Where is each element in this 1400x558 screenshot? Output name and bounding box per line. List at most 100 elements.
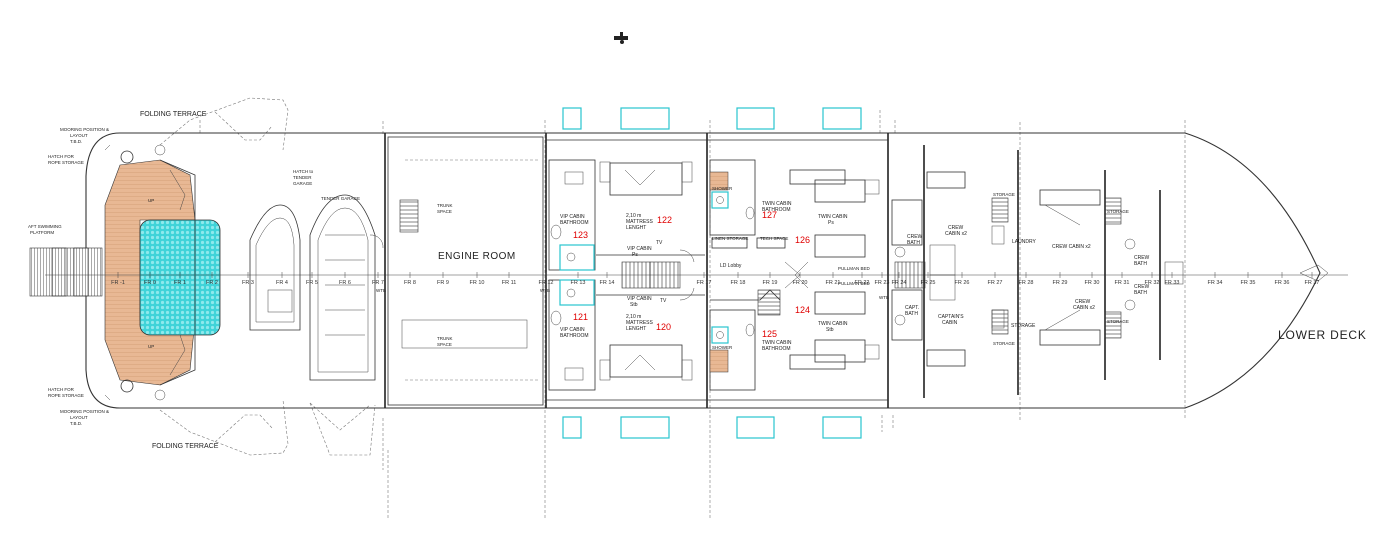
crew-bath-right-4: BATH xyxy=(1134,290,1147,296)
crew-bath-right-2: BATH xyxy=(1134,261,1147,267)
hatch-tender-3: GARAGE xyxy=(293,181,312,186)
mattress-bottom-3: LENGHT xyxy=(626,326,646,332)
frame-label: FR 22 xyxy=(855,280,870,286)
frame-label: FR 13 xyxy=(571,280,586,286)
frame-label: FR 5 xyxy=(306,280,318,286)
mattress-bottom-1: 2,10 m xyxy=(626,314,641,320)
crew-bath-left-1: CREW xyxy=(907,234,923,240)
vip-cabin-stb-2: Stb xyxy=(630,302,638,308)
engine-room-label: ENGINE ROOM xyxy=(438,251,516,262)
orientation-icon xyxy=(614,32,628,44)
mooring-bottom-1: MOORING POSITION & xyxy=(60,409,109,414)
tech-space: TECH SPACE xyxy=(760,236,788,241)
frame-label: FR 21 xyxy=(826,280,841,286)
shower-top: SHOWER xyxy=(712,186,733,191)
trunk-top-2: SPACE xyxy=(437,209,452,214)
trunk-top-1: TRUNK xyxy=(437,203,453,208)
hull-outline xyxy=(85,132,1329,409)
deck-title: LOWER DECK xyxy=(1278,328,1367,342)
storage-3: STORAGE xyxy=(993,341,1015,346)
mooring-top-3: T.B.D. xyxy=(70,139,82,144)
frame-label: FR -1 xyxy=(111,280,125,286)
frame-label: FR 4 xyxy=(276,280,288,286)
storage-4: STORAGE xyxy=(1107,209,1129,214)
twin-bath-bottom-2: BATHROOM xyxy=(762,346,791,352)
hatch-rope-bottom-1: HATCH FOR xyxy=(48,387,75,392)
laundry: LAUNDRY xyxy=(1012,239,1036,245)
storage-1: STORAGE xyxy=(993,192,1015,197)
mattress-top-2: MATTRESS xyxy=(626,219,654,225)
tv-top: TV xyxy=(656,240,663,246)
hatch-tender-1: HATCH to xyxy=(293,169,314,174)
aft-labels: FOLDING TERRACE FOLDING TERRACE MOORING … xyxy=(28,111,453,450)
twin-cabin-ps-2: Ps xyxy=(828,220,834,226)
upper-deck-overlay xyxy=(159,97,1186,520)
folding-terrace-bottom: FOLDING TERRACE xyxy=(152,443,219,450)
frame-label: FR 24 xyxy=(892,280,907,286)
crew-bath-right-3: CREW xyxy=(1134,284,1150,290)
twin-cabin-stb-2: Stb xyxy=(826,327,834,333)
trunk-bottom-1: TRUNK xyxy=(437,336,453,341)
vip-cabin-ps-2: Ps xyxy=(632,252,638,258)
wtb-2: WTB xyxy=(540,288,550,293)
frame-label: FR 35 xyxy=(1241,280,1256,286)
vip-bath-bottom-2: BATHROOM xyxy=(560,333,589,339)
frame-label: FR 12 xyxy=(539,280,554,286)
frame-label: FR 9 xyxy=(437,280,449,286)
linen-storage: LINEN STORAGE xyxy=(712,236,748,241)
shower-bottom: SHOWER xyxy=(712,345,733,350)
vip-bath-top-1: VIP CABIN xyxy=(560,214,585,220)
frame-label: FR 8 xyxy=(404,280,416,286)
frame-label: FR 3 xyxy=(242,280,254,286)
cabin-123: 123 xyxy=(573,230,588,240)
twin-bath-top-2: BATHROOM xyxy=(762,207,791,213)
capt-bath-2: BATH xyxy=(905,311,918,317)
pullman-bottom: PULLMAN BED xyxy=(838,281,871,286)
frame-label: FR 11 xyxy=(502,280,517,286)
crew-bath-left-2: BATH xyxy=(907,240,920,246)
wtb-1: WTB xyxy=(376,288,386,293)
wtb-3: WTB xyxy=(879,295,889,300)
hatch-rope-top-2: ROPE STORAGE xyxy=(48,160,84,165)
crew-cabin-x2-top: CREW CABIN x2 xyxy=(1052,244,1091,250)
twin-cabin-ps-1: TWIN CABIN xyxy=(818,214,848,220)
frame-label: FR 1 xyxy=(174,280,186,286)
ld-lobby: LD Lobby xyxy=(720,263,742,269)
swim-platform xyxy=(29,247,103,297)
twin-cabins xyxy=(709,159,880,391)
frame-label: FR 6 xyxy=(339,280,351,286)
storage-5: STORAGE xyxy=(1107,319,1129,324)
mooring-top-1: MOORING POSITION & xyxy=(60,127,109,132)
up-label-bottom: UP xyxy=(148,344,154,349)
bulkheads xyxy=(384,133,1161,408)
frame-label: FR 31 xyxy=(1115,280,1130,286)
cabin-127: 127 xyxy=(762,210,777,220)
frame-label: FR 2 xyxy=(206,280,218,286)
up-label-top: UP xyxy=(148,198,154,203)
cabin-125: 125 xyxy=(762,329,777,339)
aft-terrace xyxy=(104,144,221,401)
crew-area xyxy=(891,171,1184,367)
crew-cabin-left-2: CABIN x2 xyxy=(945,231,967,237)
cabin-124: 124 xyxy=(795,305,810,315)
cabin-120: 120 xyxy=(656,322,671,332)
room-labels: VIP CABIN BATHROOM VIP CABIN BATHROOM 2,… xyxy=(560,186,1150,352)
crew-cabin-bottom-2: CABIN x2 xyxy=(1073,305,1095,311)
frame-label: FR 14 xyxy=(600,280,615,286)
hatch-rope-bottom-2: ROPE STORAGE xyxy=(48,393,84,398)
frame-label: FR 26 xyxy=(955,280,970,286)
pullman-top: PULLMAN BED xyxy=(838,266,871,271)
aft-swim-1: AFT SWIMMING xyxy=(28,224,62,229)
frame-label: FR 17 xyxy=(697,280,712,286)
frame-label: FR 20 xyxy=(793,280,808,286)
mooring-bottom-2: LAYOUT xyxy=(70,415,88,420)
frame-label: FR 37 xyxy=(1305,280,1320,286)
crew-bath-right-1: CREW xyxy=(1134,255,1150,261)
wtb-labels: WTB WTB WTB xyxy=(376,288,889,300)
twin-cabin-stb-1: TWIN CABIN xyxy=(818,321,848,327)
mattress-top-1: 2,10 m xyxy=(626,213,641,219)
vip-cabin-ps-1: VIP CABIN xyxy=(627,246,652,252)
mooring-top-2: LAYOUT xyxy=(70,133,88,138)
frame-label: FR 36 xyxy=(1275,280,1290,286)
mattress-bottom-2: MATTRESS xyxy=(626,320,654,326)
